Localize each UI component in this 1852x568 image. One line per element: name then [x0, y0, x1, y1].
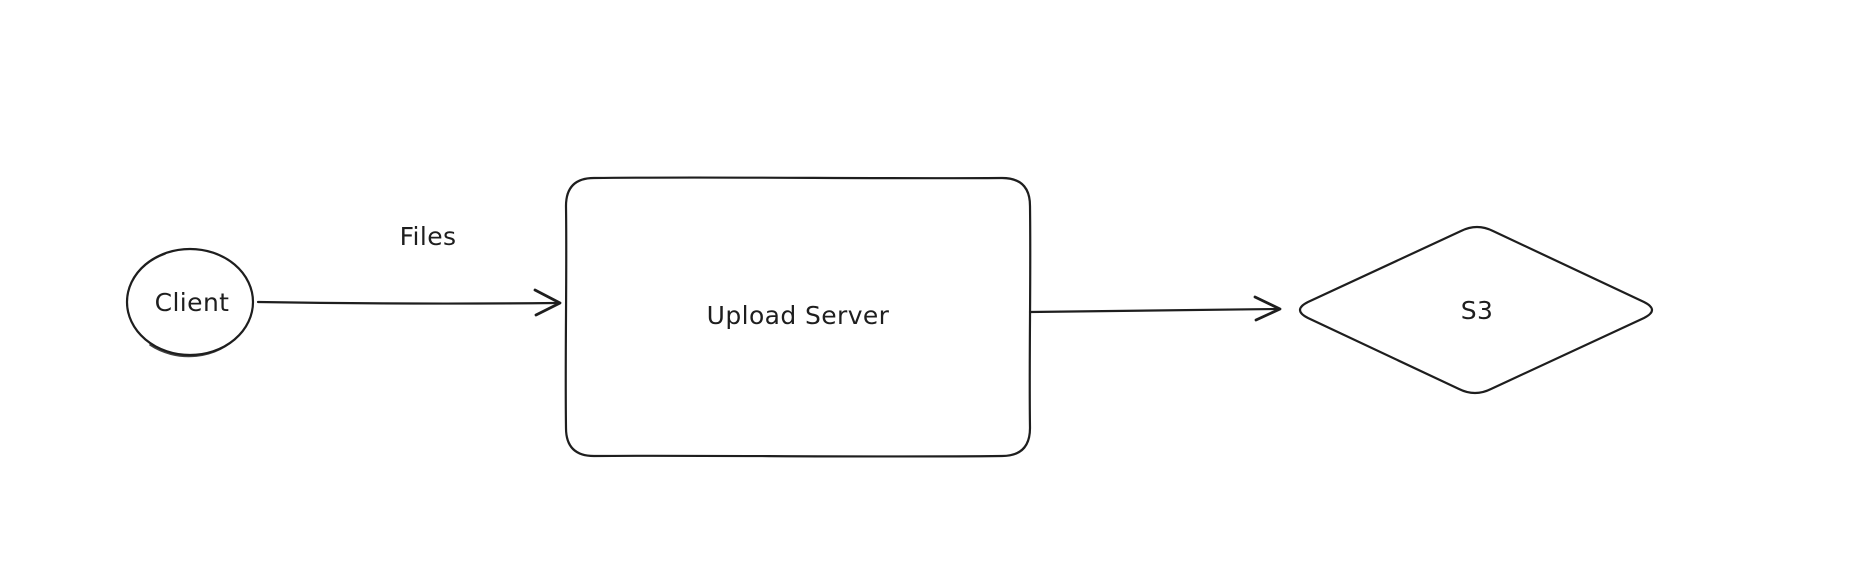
edge-upload-s3-line[interactable]: [1028, 307, 1278, 314]
edge-files-label: Files: [400, 222, 457, 251]
s3-diamond-shape[interactable]: [1298, 225, 1654, 395]
arrowhead-right-icon: [1253, 295, 1282, 322]
edge-client-to-upload-server[interactable]: Files: [256, 222, 562, 317]
node-upload-server[interactable]: Upload Server: [564, 176, 1032, 458]
client-ellipse-shape[interactable]: [125, 247, 255, 357]
client-node-label: Client: [155, 288, 230, 317]
arrowhead-right-icon: [533, 288, 562, 317]
edge-upload-server-to-s3[interactable]: [1028, 295, 1282, 322]
node-s3[interactable]: S3: [1298, 225, 1654, 395]
edge-client-upload-line[interactable]: [256, 300, 558, 305]
s3-node-label: S3: [1461, 296, 1494, 325]
upload-server-rectangle-shape[interactable]: [564, 176, 1032, 458]
upload-server-node-label: Upload Server: [707, 301, 890, 330]
node-client[interactable]: Client: [125, 247, 255, 358]
client-ellipse-sketch-overstroke: [132, 253, 239, 358]
